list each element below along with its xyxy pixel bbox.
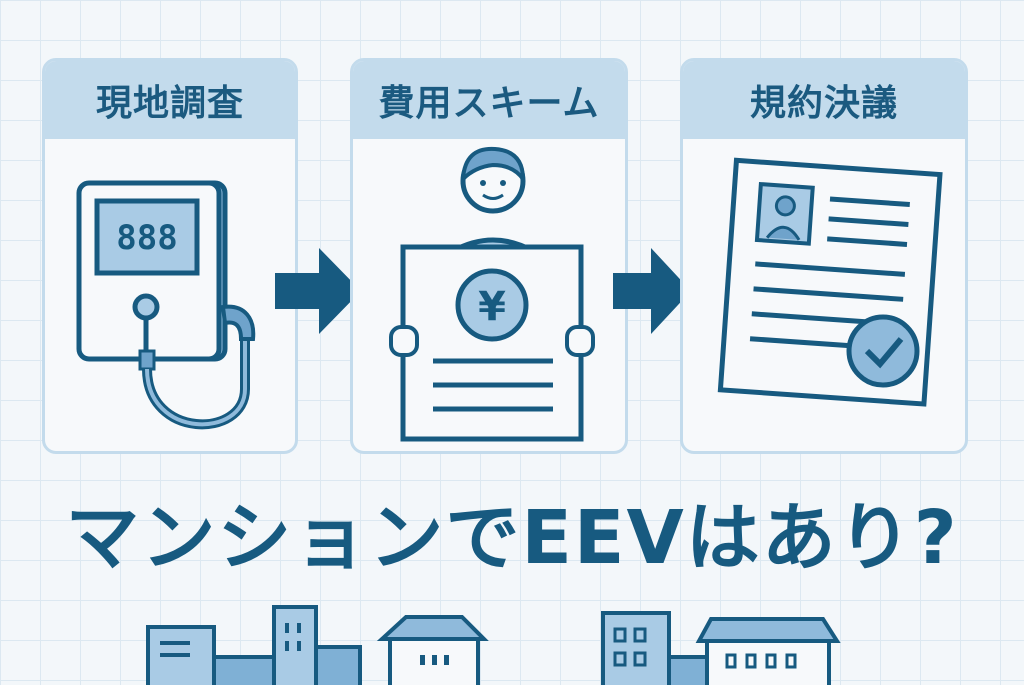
arrow-right-icon — [275, 248, 361, 334]
charger-display: 888 — [116, 218, 177, 258]
step-card-site-survey: 現地調査 888 — [42, 58, 298, 454]
arrow-right-icon — [613, 248, 691, 334]
step-title: 規約決議 — [683, 61, 965, 139]
yen-symbol: ¥ — [478, 284, 506, 330]
approved-document-icon — [717, 157, 943, 407]
apartment-buildings-icon — [601, 611, 841, 685]
ev-charger-icon: 888 — [76, 180, 256, 430]
step-card-rules-resolution: 規約決議 — [680, 58, 968, 454]
person-holding-yen-sign-icon: ¥ — [389, 146, 595, 442]
apartment-buildings-icon — [146, 605, 489, 685]
step-title: 費用スキーム — [353, 61, 625, 139]
step-title: 現地調査 — [45, 61, 295, 139]
headline: マンションでEEVはあり? — [65, 495, 959, 581]
step-card-cost-scheme: 費用スキーム ¥ — [350, 58, 628, 454]
